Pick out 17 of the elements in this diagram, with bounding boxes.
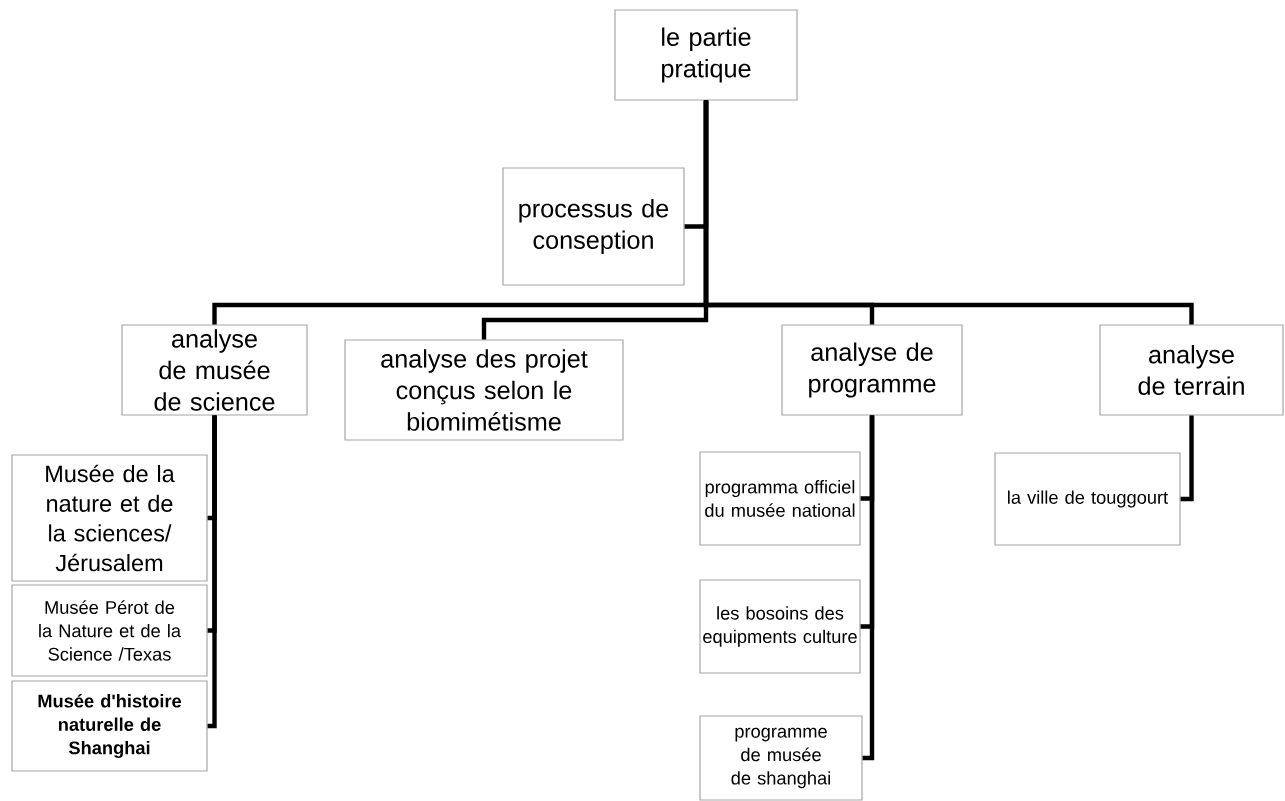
text-box: les bosoins des equipments culture	[699, 579, 861, 674]
text-box: analyse des projet conçus selon le biomimétisme	[344, 339, 624, 441]
text-box: Musée d'histoire naturelle de Shanghai	[11, 680, 208, 772]
text-box: programma officiel du musée national	[699, 451, 861, 546]
text-box: analyse de programme	[781, 324, 963, 416]
text-box: Musée de la nature et de la sciences/ Jérusalem	[11, 454, 208, 582]
connector-line	[1180, 415, 1194, 502]
text-box: Musée Pérot de la Nature et de la Science /Texas	[11, 584, 208, 677]
connector-line	[207, 415, 217, 729]
text-box: le partie pratique	[614, 9, 798, 101]
text-box: programme de musée de shanghai	[699, 715, 863, 801]
text-box: processus de conseption	[502, 167, 685, 286]
text-box: la ville de touggourt	[994, 452, 1181, 546]
connector-line	[862, 415, 875, 761]
connector-line	[703, 100, 1194, 325]
text-box: analyse de terrain	[1099, 324, 1284, 416]
text-box: analyse de musée de science	[121, 324, 308, 416]
